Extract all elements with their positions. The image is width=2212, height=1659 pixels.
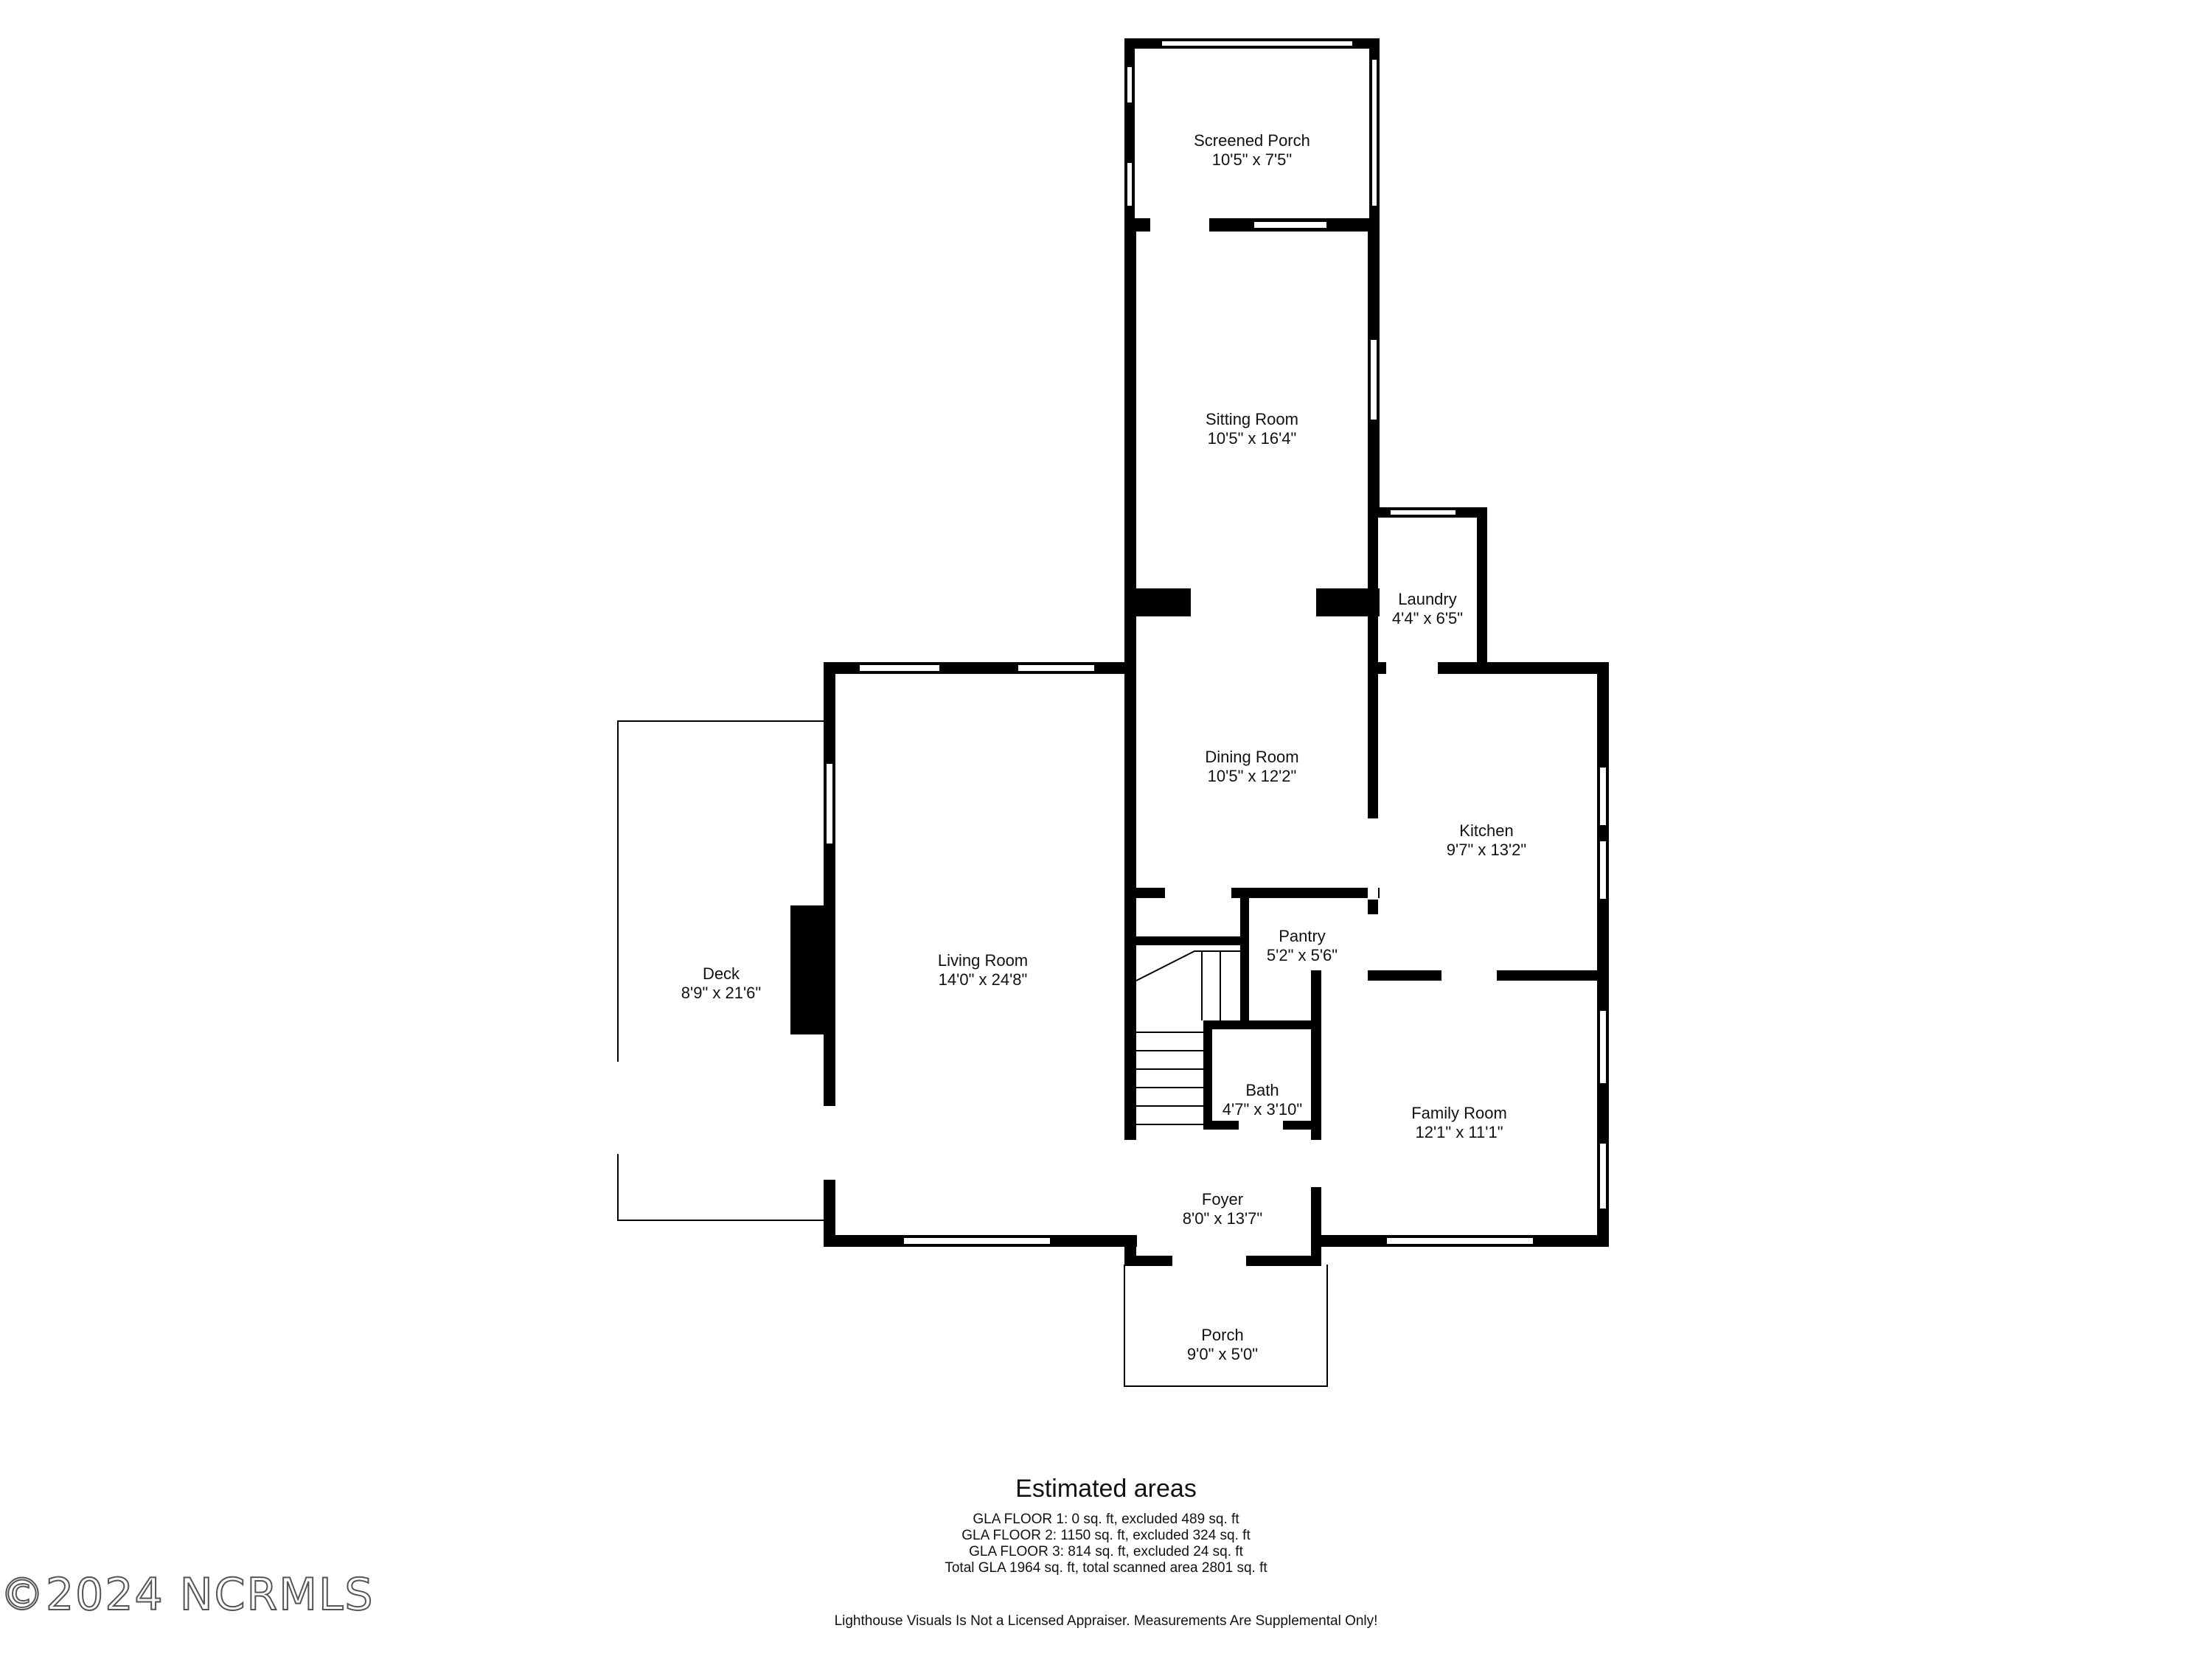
room-name: Pantry bbox=[1279, 927, 1326, 945]
estimated-areas-title: Estimated areas bbox=[1015, 1475, 1197, 1503]
wall bbox=[1368, 507, 1378, 671]
area-line: GLA FLOOR 3: 814 sq. ft, excluded 24 sq.… bbox=[969, 1544, 1243, 1559]
windows bbox=[825, 40, 1607, 1245]
wall bbox=[1311, 1187, 1321, 1246]
wall bbox=[1203, 1020, 1212, 1130]
wall bbox=[1124, 218, 1136, 616]
wall bbox=[1240, 888, 1249, 1029]
room-dimensions: 5'2" x 5'6" bbox=[1267, 946, 1338, 964]
room-dimensions: 14'0" x 24'8" bbox=[939, 970, 1028, 989]
room-name: Screened Porch bbox=[1194, 131, 1310, 150]
room-dimensions: 10'5" x 16'4" bbox=[1208, 429, 1297, 448]
outdoor-outlines bbox=[617, 720, 1328, 1387]
room-dimensions: 8'0" x 13'7" bbox=[1183, 1209, 1262, 1228]
room-name: Laundry bbox=[1398, 590, 1457, 608]
area-line: GLA FLOOR 1: 0 sq. ft, excluded 489 sq. … bbox=[973, 1512, 1239, 1527]
disclaimer: Lighthouse Visuals Is Not a Licensed App… bbox=[834, 1613, 1378, 1629]
room-name: Sitting Room bbox=[1206, 410, 1298, 428]
room-dimensions: 10'5" x 12'2" bbox=[1208, 767, 1297, 785]
room-name: Deck bbox=[703, 964, 740, 983]
room-name: Living Room bbox=[938, 951, 1028, 970]
room-dimensions: 10'5" x 7'5" bbox=[1212, 150, 1292, 169]
room-name: Family Room bbox=[1411, 1104, 1507, 1122]
room-dimensions: 4'4" x 6'5" bbox=[1392, 609, 1463, 627]
room-name: Porch bbox=[1201, 1326, 1243, 1344]
copyright-watermark: ©2024 NCRMLS bbox=[0, 1568, 375, 1621]
estimated-areas-list: GLA FLOOR 1: 0 sq. ft, excluded 489 sq. … bbox=[737, 1512, 1475, 1576]
room-name: Kitchen bbox=[1459, 821, 1513, 840]
wall bbox=[1311, 970, 1321, 1140]
wall bbox=[1203, 1020, 1321, 1029]
area-line: Total GLA 1964 sq. ft, total scanned are… bbox=[945, 1560, 1267, 1576]
room-dimensions: 4'7" x 3'10" bbox=[1222, 1100, 1302, 1119]
area-line: GLA FLOOR 2: 1150 sq. ft, excluded 324 s… bbox=[961, 1528, 1251, 1543]
fireplace bbox=[790, 905, 835, 1034]
wall bbox=[1124, 616, 1136, 1140]
room-name: Dining Room bbox=[1205, 748, 1298, 766]
room-dimensions: 9'0" x 5'0" bbox=[1187, 1345, 1258, 1363]
room-dimensions: 9'7" x 13'2" bbox=[1447, 841, 1526, 859]
room-labels: Screened Porch 10'5" x 7'5" Sitting Room… bbox=[681, 131, 1526, 1363]
stairs bbox=[1135, 950, 1240, 1125]
room-dimensions: 12'1" x 11'1" bbox=[1415, 1123, 1503, 1141]
room-name: Bath bbox=[1245, 1081, 1279, 1099]
wall bbox=[1124, 888, 1380, 898]
wall bbox=[1124, 588, 1191, 616]
wall bbox=[1477, 507, 1487, 671]
doorways bbox=[824, 218, 1497, 1266]
wall bbox=[1124, 936, 1242, 945]
room-name: Foyer bbox=[1202, 1190, 1243, 1208]
room-dimensions: 8'9" x 21'6" bbox=[681, 984, 761, 1002]
